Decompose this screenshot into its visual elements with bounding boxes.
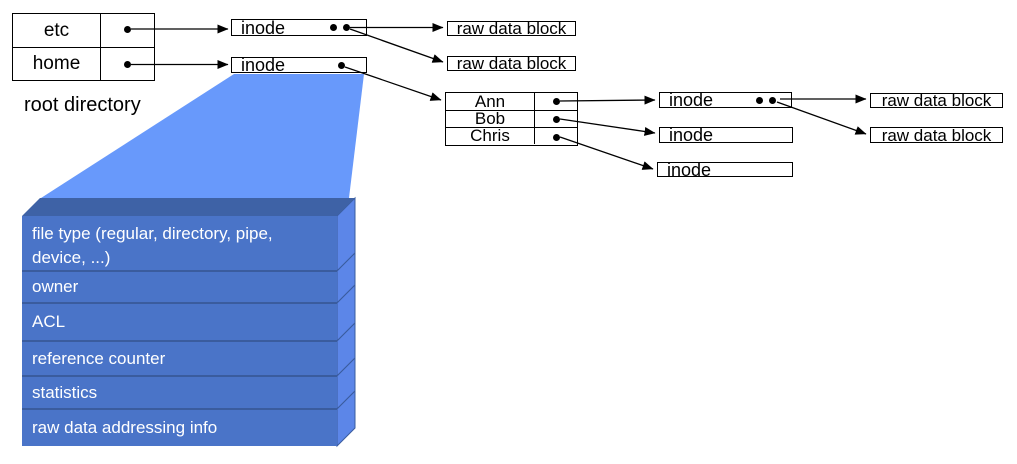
entry-name: Chris bbox=[446, 126, 535, 145]
pointer-dot-home bbox=[123, 60, 131, 68]
inode-box-bob: inode bbox=[659, 126, 793, 144]
pointer-dot-inode-ann-1 bbox=[755, 96, 763, 104]
directory-entry-row: Chris bbox=[446, 126, 577, 145]
inode-field-statistics: statistics bbox=[32, 382, 98, 402]
pointer-dot-inode-etc-1 bbox=[329, 24, 337, 31]
raw-data-block: raw data block bbox=[447, 20, 576, 37]
entry-name: home bbox=[13, 48, 101, 80]
pointer-dot-inode-etc-2 bbox=[342, 24, 350, 31]
raw-data-block: raw data block bbox=[870, 127, 1003, 144]
pointer-dot-inode-home bbox=[337, 61, 345, 69]
directory-entry-row: Bob bbox=[446, 109, 577, 128]
inode-box-home: inode bbox=[231, 56, 367, 74]
raw-data-block: raw data block bbox=[870, 92, 1003, 109]
inode-box-ann: inode bbox=[659, 91, 792, 109]
pointer-dot-inode-ann-2 bbox=[768, 96, 776, 104]
stack-front-face bbox=[22, 216, 337, 446]
directory-entry-row: Ann bbox=[446, 92, 577, 111]
inode-box-etc: inode bbox=[231, 19, 367, 37]
root-directory-label: root directory bbox=[24, 94, 141, 116]
inode-field-reference-counter: reference counter bbox=[32, 348, 166, 368]
pointer-dot-ann bbox=[552, 97, 560, 105]
pointer-dot-bob bbox=[552, 115, 560, 123]
directory-entry-row: etc bbox=[13, 14, 154, 47]
entry-name: etc bbox=[13, 14, 101, 47]
raw-data-block: raw data block bbox=[447, 55, 576, 72]
root-directory-table: etc home bbox=[12, 13, 155, 81]
directory-entry-row: home bbox=[13, 47, 154, 80]
inode-field-file-type: file type (regular, directory, pipe, dev… bbox=[32, 224, 273, 267]
entry-name: Ann bbox=[446, 92, 535, 111]
zoom-funnel-shape bbox=[41, 74, 364, 198]
inode-box-chris: inode bbox=[657, 161, 793, 179]
inode-field-raw-data-addressing: raw data addressing info bbox=[32, 417, 218, 437]
entry-name: Bob bbox=[446, 109, 535, 128]
inode-field-owner: owner bbox=[32, 277, 79, 296]
pointer-dot-chris bbox=[552, 133, 560, 141]
inode-field-acl: ACL bbox=[32, 312, 66, 331]
stack-top-bevel bbox=[22, 198, 355, 216]
pointer-dot-etc bbox=[123, 26, 131, 33]
